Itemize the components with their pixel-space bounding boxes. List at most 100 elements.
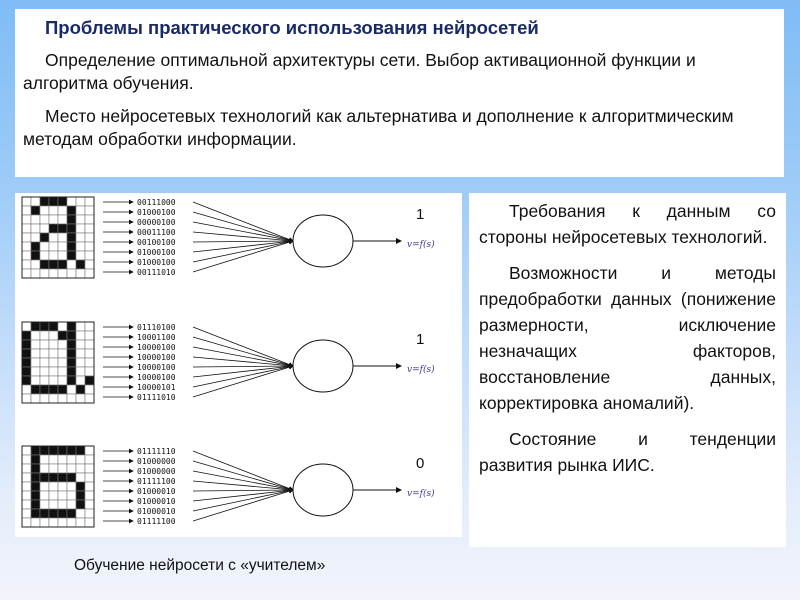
glyph-pixel: [84, 490, 95, 501]
glyph-pixel: [75, 481, 86, 492]
glyph-pixel: [30, 214, 41, 225]
glyph-pixel: [30, 499, 41, 510]
glyph-pixel: [84, 508, 95, 519]
glyph-pixel: [39, 268, 50, 279]
glyph-pixel: [75, 384, 86, 395]
bit-code: 10000101: [137, 383, 176, 392]
glyph-pixel: [21, 214, 32, 225]
glyph-pixel: [75, 259, 86, 270]
glyph-pixel: [21, 330, 32, 341]
glyph-pixel: [30, 268, 41, 279]
glyph-pixel: [30, 196, 41, 207]
glyph-pixel: [48, 481, 59, 492]
glyph-pixel: [21, 348, 32, 359]
glyph-pixel: [84, 517, 95, 528]
glyph-pixel: [57, 508, 68, 519]
glyph-pixel: [39, 339, 50, 350]
glyph-pixel: [30, 357, 41, 368]
paragraph-architecture: Определение оптимальной архитектуры сети…: [23, 49, 774, 95]
synapse-arrow: [192, 356, 294, 369]
glyph-pixel: [66, 490, 77, 501]
glyph-pixel: [30, 223, 41, 234]
glyph-pixel: [57, 481, 68, 492]
glyph-pixel: [66, 499, 77, 510]
glyph-pixel: [21, 366, 32, 377]
paragraph-architecture-text: Определение оптимальной архитектуры сети…: [23, 50, 696, 93]
glyph-pixel: [66, 223, 77, 234]
glyph-pixel: [57, 490, 68, 501]
activation-formula: v=f(s): [407, 364, 435, 375]
glyph-pixel: [84, 205, 95, 216]
paragraph-data-requirements: Требования к данным со стороны нейросете…: [479, 201, 776, 247]
glyph-pixel: [66, 481, 77, 492]
glyph-pixel: [48, 384, 59, 395]
glyph-pixel: [30, 490, 41, 501]
glyph-pixel: [48, 223, 59, 234]
glyph-pixel: [30, 517, 41, 528]
synapse-arrow: [192, 487, 294, 493]
bit-code: 01111100: [137, 517, 176, 526]
glyph-pixel: [39, 490, 50, 501]
glyph-pixel: [48, 330, 59, 341]
glyph-pixel: [57, 232, 68, 243]
glyph-pixel: [30, 241, 41, 252]
bit-code: 01000000: [137, 467, 176, 476]
bit-code: 00111010: [137, 268, 176, 277]
glyph-pixel: [57, 268, 68, 279]
glyph-pixel: [66, 250, 77, 261]
glyph-pixel: [21, 223, 32, 234]
glyph-pixel: [21, 463, 32, 474]
glyph-pixel: [30, 375, 41, 386]
glyph-pixel: [75, 223, 86, 234]
glyph-pixel: [66, 517, 77, 528]
glyph-pixel: [30, 508, 41, 519]
glyph-pixel: [30, 321, 41, 332]
glyph-pixel: [75, 445, 86, 456]
glyph-pixel: [48, 499, 59, 510]
glyph-pixel: [84, 321, 95, 332]
glyph-pixel: [48, 472, 59, 483]
glyph-pixel: [39, 321, 50, 332]
glyph-pixel: [30, 445, 41, 456]
glyph-pixel: [66, 205, 77, 216]
synapse-arrow: [192, 364, 294, 378]
glyph-pixel: [57, 357, 68, 368]
glyph-pixel: [57, 472, 68, 483]
glyph-pixel: [21, 445, 32, 456]
glyph-pixel: [84, 232, 95, 243]
synapse-arrow: [192, 238, 294, 244]
glyph-pixel: [39, 223, 50, 234]
glyph-pixel: [66, 445, 77, 456]
glyph-pixel: [48, 214, 59, 225]
glyph-pixel: [57, 196, 68, 207]
paragraph-preprocessing: Возможности и методы предобработки данны…: [479, 263, 776, 413]
glyph-pixel: [30, 205, 41, 216]
glyph-pixel: [57, 321, 68, 332]
glyph-pixel: [57, 366, 68, 377]
neuron-circle: [292, 214, 354, 268]
glyph-pixel: [48, 259, 59, 270]
bit-code: 01000100: [137, 208, 176, 217]
glyph-pixel: [75, 205, 86, 216]
glyph-pixel: [84, 223, 95, 234]
glyph-pixel: [75, 232, 86, 243]
glyph-pixel: [21, 490, 32, 501]
glyph-pixel: [57, 348, 68, 359]
glyph-pixel: [66, 339, 77, 350]
glyph-pixel: [57, 445, 68, 456]
glyph-pixel: [21, 517, 32, 528]
glyph-pixel: [39, 366, 50, 377]
synapse-arrow: [192, 336, 294, 368]
glyph-pixel: [66, 268, 77, 279]
synapse-arrow: [192, 460, 294, 492]
glyph-pixel: [48, 445, 59, 456]
glyph-pixel: [30, 454, 41, 465]
glyph-pixel: [48, 339, 59, 350]
glyph-pixel: [30, 339, 41, 350]
top-text-panel: Проблемы практического использования ней…: [15, 9, 784, 177]
glyph-pixel: [84, 268, 95, 279]
glyph-pixel: [21, 393, 32, 404]
glyph-pixel: [30, 366, 41, 377]
glyph-pixel: [66, 357, 77, 368]
